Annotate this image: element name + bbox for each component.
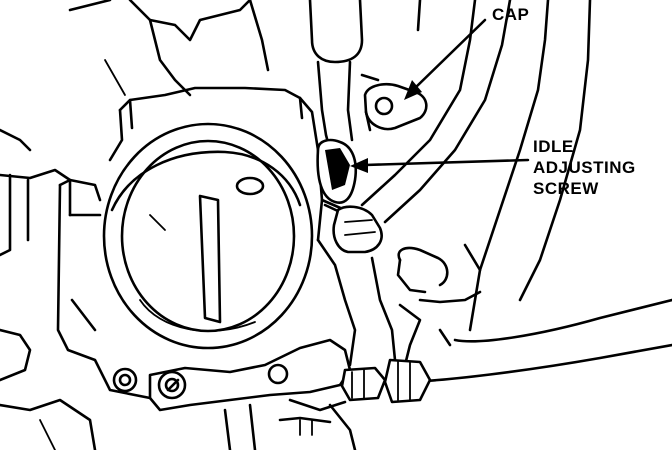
idle-adjusting-screw-label: IDLE ADJUSTING SCREW xyxy=(533,136,636,199)
idle-label-line1: IDLE xyxy=(533,137,574,156)
throttle-body-housing xyxy=(56,86,357,400)
idle-adjusting-screw xyxy=(308,0,364,214)
idle-label-line3: SCREW xyxy=(533,179,599,198)
idle-screw-leader xyxy=(350,158,530,173)
hoses xyxy=(332,0,672,404)
cap-leader xyxy=(404,18,487,100)
throttle-linkage xyxy=(112,338,387,450)
throttle-bore xyxy=(102,122,314,350)
cap-label: CAP xyxy=(492,5,530,24)
cap-bolt xyxy=(360,73,428,132)
engine-block-outline xyxy=(0,0,270,450)
idle-label-line2: ADJUSTING xyxy=(533,158,636,177)
